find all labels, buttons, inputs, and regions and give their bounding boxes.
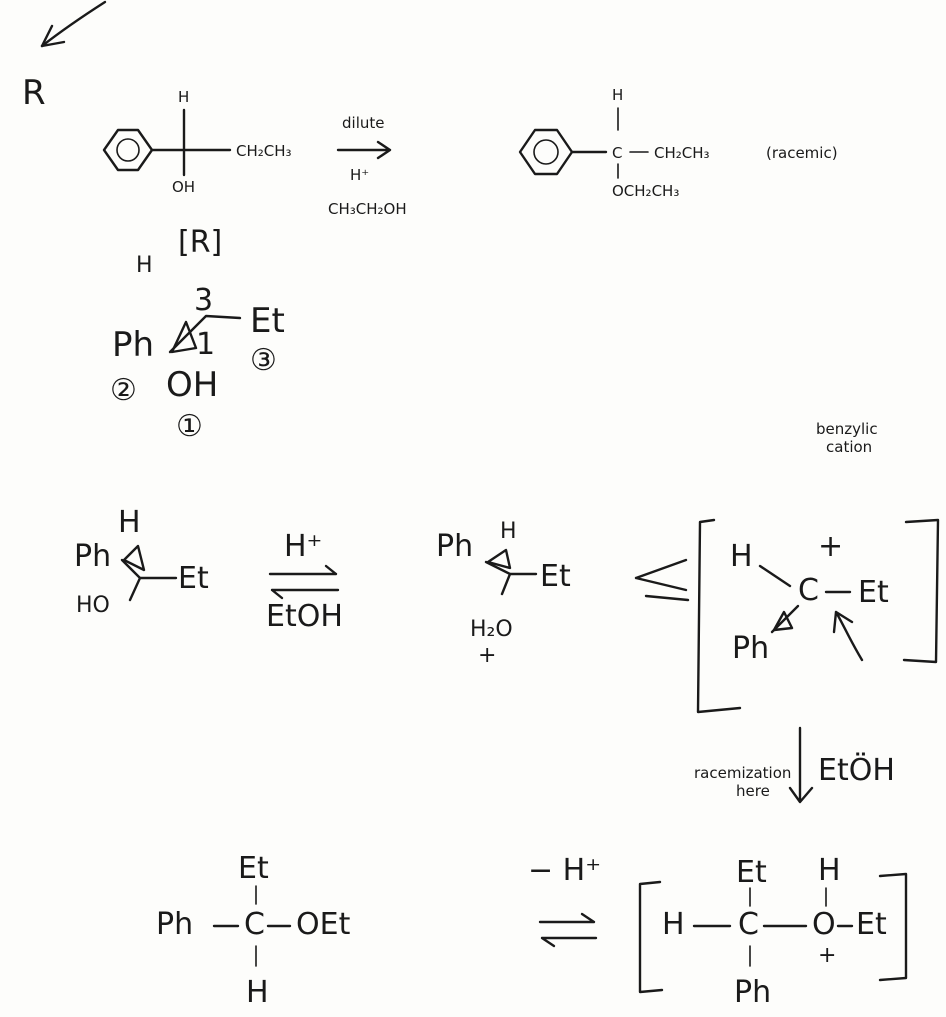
mech1-ph: Ph — [74, 539, 111, 574]
cation-plus: + — [818, 529, 843, 564]
wedge-num-3: 3 — [194, 283, 213, 318]
oxonium-c: C — [738, 907, 759, 942]
oxonium-o: O — [812, 907, 836, 942]
eq1-forward-arrow — [268, 564, 338, 576]
product-ether: OCH₂CH₃ — [612, 182, 679, 200]
cation-c: C — [798, 573, 819, 608]
bottom-c: C — [244, 907, 265, 942]
wedge-prio-oh: ① — [176, 409, 203, 444]
oxonium-plus: + — [818, 943, 836, 968]
wedge-bonds — [168, 314, 242, 354]
cation-bracket-left — [696, 518, 742, 714]
cation-h: H — [730, 539, 753, 574]
wedge-triangle — [170, 320, 198, 354]
reactant-oh: OH — [172, 178, 195, 196]
reactant-ethyl: CH₂CH₃ — [236, 142, 292, 160]
racemization-arrow — [788, 726, 814, 804]
bottom-et: Et — [238, 851, 269, 886]
bottom-h: H — [246, 975, 269, 1010]
product-c: C — [612, 144, 622, 162]
racemization-label-1: racemization — [694, 764, 791, 782]
oxonium-top-bonds — [749, 887, 827, 907]
wedge-prio-et: ③ — [250, 343, 277, 378]
eq1-bottom: EtOH — [266, 599, 343, 634]
cation-wedge — [772, 610, 794, 632]
oxonium-h-top: H — [818, 853, 841, 888]
eq1-reverse-arrow — [270, 588, 340, 600]
cation-bond-h — [758, 564, 792, 588]
mech2-h: H — [500, 519, 517, 544]
mech2-wedge — [486, 548, 512, 570]
mech2-bond-water — [500, 572, 512, 596]
cation-et: Et — [858, 575, 889, 610]
mech1-wedge — [122, 544, 146, 572]
oxonium-bracket-left — [638, 880, 664, 994]
wedge-h: H — [136, 253, 153, 278]
cation-label-1: benzylic — [816, 420, 878, 438]
condition-solvent: CH₃CH₂OH — [328, 200, 407, 218]
corner-arrow-shaft — [40, 0, 107, 48]
mech1-bond-oh — [128, 576, 142, 602]
benzene-ring-reactant — [102, 128, 154, 172]
wedge-et: Et — [250, 301, 285, 341]
conditions-arrow — [336, 140, 392, 160]
eq1-top: H⁺ — [284, 529, 322, 564]
nucleophile-ethanol: EtÖH — [818, 752, 895, 788]
mech2-et: Et — [540, 559, 571, 594]
oxonium-et-top: Et — [736, 855, 767, 890]
corner-label: R — [22, 73, 46, 113]
deprotonation-forward-arrow — [538, 912, 596, 924]
mech2-ph: Ph — [436, 529, 473, 564]
cation-label-2: cation — [826, 438, 872, 456]
oxonium-et-right: Et — [856, 907, 887, 942]
benzene-ring-product — [518, 128, 574, 176]
oxonium-ph: Ph — [734, 975, 771, 1010]
corner-arrow-head — [40, 24, 66, 48]
cation-bracket-right — [902, 518, 940, 664]
product-racemic-note: (racemic) — [766, 144, 838, 162]
oxonium-h-left: H — [662, 907, 685, 942]
reactant-h: H — [178, 88, 189, 106]
nucleophile-attack-arrow — [832, 610, 864, 662]
mech1-h: H — [118, 505, 141, 540]
oxonium-bracket-right — [878, 872, 908, 982]
eq2-arrow — [634, 558, 688, 592]
deprotonation-reverse-arrow — [540, 936, 598, 948]
cation-ph: Ph — [732, 631, 769, 666]
mech2-plus: + — [478, 643, 496, 668]
bottom-oet: OEt — [296, 907, 351, 942]
condition-acid: H⁺ — [350, 166, 369, 184]
deprotonation-label: − H⁺ — [528, 853, 601, 888]
bottom-ph: Ph — [156, 907, 193, 942]
wedge-prio-ph: ② — [110, 373, 137, 408]
wedge-oh: OH — [166, 365, 218, 405]
reactant-config: [R] — [178, 225, 222, 260]
eq2-underline — [644, 594, 690, 602]
condition-dilute: dilute — [342, 114, 384, 132]
mech1-et: Et — [178, 561, 209, 596]
product-ethyl: CH₂CH₃ — [654, 144, 710, 162]
mech1-ho: HO — [76, 593, 110, 618]
mech2-h2o: H₂O — [470, 617, 513, 642]
wedge-ph: Ph — [112, 325, 154, 365]
racemization-label-2: here — [736, 782, 770, 800]
wedge-num-1: 1 — [196, 327, 215, 362]
product-h: H — [612, 86, 623, 104]
